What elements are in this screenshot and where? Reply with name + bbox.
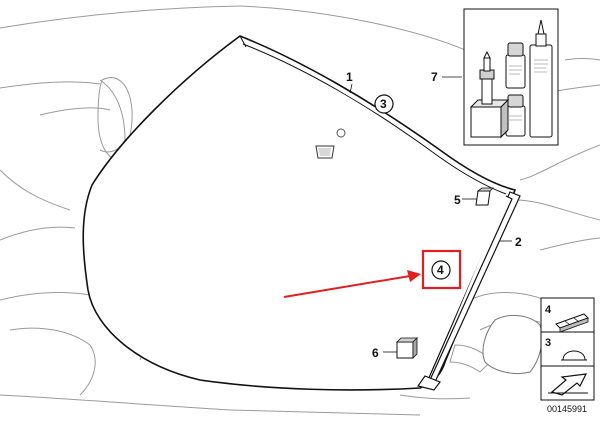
mirror-outline xyxy=(482,314,543,375)
legend-clip-icon xyxy=(555,313,589,333)
injector-tool xyxy=(469,50,510,139)
small-bottle-lower xyxy=(505,94,526,137)
callout-6-label: 6 xyxy=(372,346,379,360)
small-bottle-upper xyxy=(505,42,526,89)
parts-legend: 4 3 xyxy=(540,297,595,401)
legend-cap-icon xyxy=(561,350,587,361)
legend-arrow-icon xyxy=(548,373,588,396)
leader-lines xyxy=(349,76,512,353)
callout-5-label: 5 xyxy=(454,193,461,207)
legend-clip-number: 4 xyxy=(545,304,552,316)
red-pointer-arrow xyxy=(283,270,421,298)
repair-kit-inset xyxy=(463,8,559,146)
callout-4-label: 4 xyxy=(437,263,444,277)
clip-part xyxy=(475,187,494,206)
callout-2-label: 2 xyxy=(515,235,522,249)
callout-4-highlight: 4 xyxy=(421,249,462,290)
legend-cap-number: 3 xyxy=(545,337,551,349)
side-moulding xyxy=(417,191,521,391)
windscreen xyxy=(82,35,517,391)
callout-3-label: 3 xyxy=(380,97,387,111)
block-part xyxy=(396,337,418,359)
callout-1-label: 1 xyxy=(346,70,353,84)
highlight-box xyxy=(421,249,462,290)
callout-7-label: 7 xyxy=(431,70,438,84)
callout-3-circle: 3 xyxy=(374,94,394,114)
document-number: 00145991 xyxy=(547,404,587,414)
tall-bottle xyxy=(529,19,553,138)
